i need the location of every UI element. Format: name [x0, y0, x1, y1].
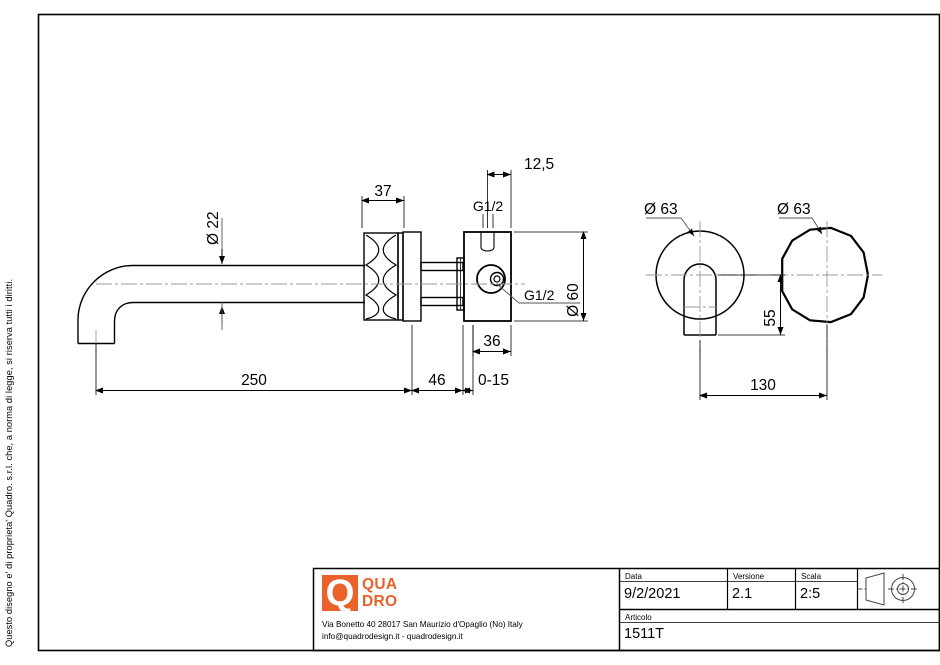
dim-label-wall-adjust: 0-15: [478, 372, 509, 389]
title-block-version-label: Versione: [733, 572, 765, 581]
dimension-stem-length: 46: [411, 325, 464, 395]
title-block-scale-label: Scala: [801, 572, 822, 581]
dim-label-stem-length: 46: [428, 372, 445, 389]
title-block-article-label: Articolo: [625, 613, 652, 622]
logo-word-line2: DRO: [362, 593, 398, 610]
dim-label-spout-diameter: Ø 22: [205, 211, 222, 245]
logo-letter-q: Q: [325, 572, 355, 613]
dimension-center-distance: 130: [699, 325, 828, 400]
dim-label-inlet-offset: 12,5: [524, 156, 554, 173]
note-outlet-thread: G1/2: [496, 283, 580, 304]
dimension-body-depth: 36: [472, 325, 512, 356]
dimension-inlet-offset: 12,5: [486, 156, 554, 228]
dim-label-body-depth: 36: [483, 333, 500, 350]
company-contact-block: Via Bonetto 40 28017 San Maurizio d'Opag…: [322, 619, 523, 642]
dim-label-body-diameter: Ø 60: [565, 283, 582, 317]
first-angle-projection-icon: [857, 572, 918, 606]
company-logo-wordmark: QUA DRO: [362, 576, 397, 610]
company-address: Via Bonetto 40 28017 San Maurizio d'Opag…: [322, 620, 523, 629]
title-block-date-label: Data: [625, 572, 642, 581]
note-label-outlet-thread: G1/2: [524, 287, 555, 303]
dimension-handle-width: 37: [361, 183, 405, 228]
front-view-centerlines: [646, 221, 882, 360]
title-block-version-value: 2.1: [732, 586, 753, 602]
dim-label-spout-escutcheon-diameter: Ø 63: [644, 201, 678, 218]
dim-label-handle-escutcheon-diameter: Ø 63: [777, 201, 811, 218]
dimension-handle-escutcheon-diameter: Ø 63: [777, 201, 823, 235]
dimension-spout-escutcheon-diameter: Ø 63: [644, 201, 695, 237]
title-block-article-value: 1511T: [624, 626, 665, 642]
side-view-geometry: [77, 231, 512, 345]
company-contact: info@quadrodesign.it - quadrodesign.it: [322, 631, 463, 641]
title-block-date-value: 9/2/2021: [624, 586, 681, 602]
dimension-spout-length: 250: [95, 325, 413, 395]
dim-label-handle-width: 37: [374, 183, 391, 200]
dim-label-center-distance: 130: [750, 377, 776, 394]
dimension-spout-diameter: Ø 22: [205, 211, 225, 330]
company-logo-mark: Q: [322, 572, 358, 613]
note-inlet-thread: G1/2: [473, 198, 504, 228]
title-block-scale-value: 2:5: [800, 586, 821, 602]
note-label-inlet-thread: G1/2: [473, 198, 504, 214]
dim-label-spout-length: 250: [241, 372, 267, 389]
dimension-body-diameter: Ø 60: [514, 231, 588, 322]
dim-label-spout-drop: 55: [762, 309, 779, 326]
dimension-spout-drop: 55: [718, 274, 785, 336]
logo-word-line1: QUA: [362, 576, 398, 593]
